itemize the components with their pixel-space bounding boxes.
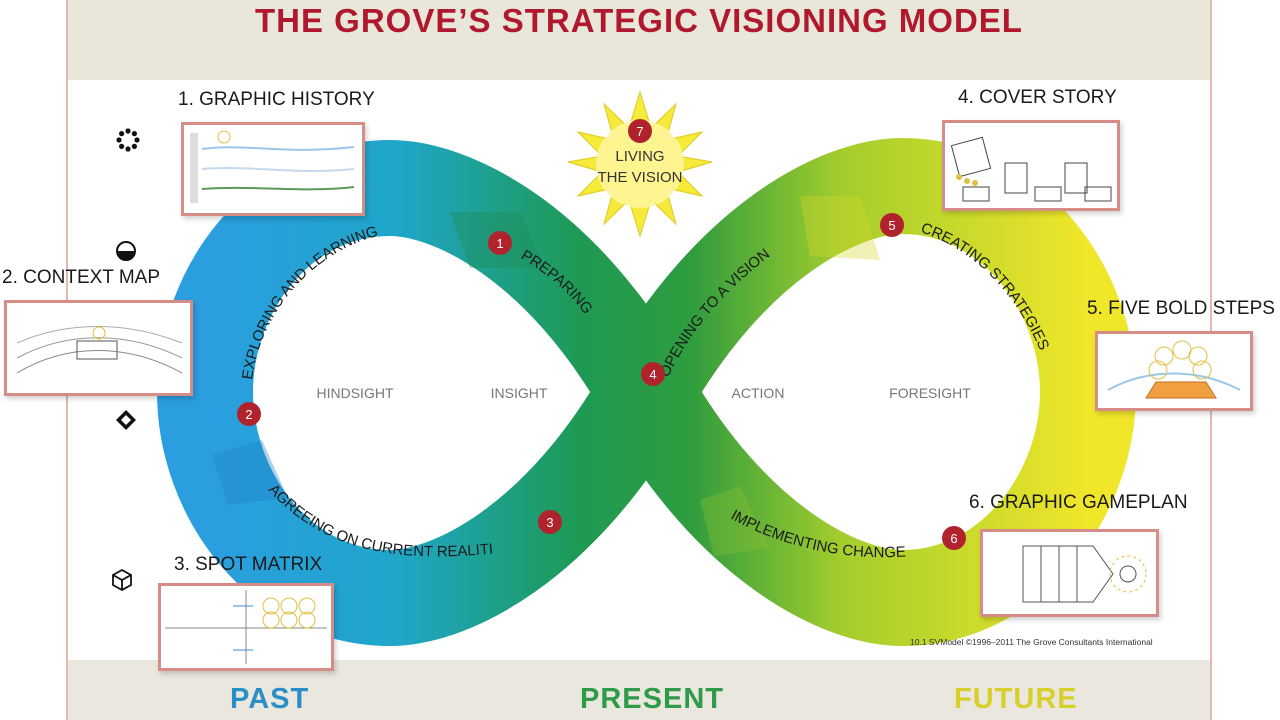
sun-icon <box>116 128 140 152</box>
badge-2 <box>237 402 261 426</box>
footer-future: FUTURE <box>954 683 1078 715</box>
center-action: ACTION <box>732 385 785 401</box>
badge-6 <box>942 526 966 550</box>
footer-present: PRESENT <box>580 683 724 715</box>
graphic-gameplan-label: 6. GRAPHIC GAMEPLAN <box>969 492 1188 513</box>
left-loop-hole <box>292 264 548 520</box>
living-label-line1: LIVING <box>615 148 664 165</box>
copyright-text: 10.1 SVModel ©1996–2011 The Grove Consul… <box>910 637 1153 647</box>
header-band: THE GROVE’S STRATEGIC VISIONING MODEL <box>68 0 1210 80</box>
badge-3 <box>538 510 562 534</box>
spot-matrix-label: 3. SPOT MATRIX <box>174 554 323 575</box>
badge-3-number: 3 <box>546 515 553 530</box>
badge-6-number: 6 <box>950 531 957 546</box>
badge-5 <box>880 213 904 237</box>
right-loop-hole <box>744 264 1000 520</box>
footer-past: PAST <box>230 683 310 715</box>
badge-1 <box>488 231 512 255</box>
badge-5-number: 5 <box>888 218 895 233</box>
half-moon-icon <box>116 241 136 261</box>
context-map-label: 2. CONTEXT MAP <box>2 267 161 288</box>
badge-4-number: 4 <box>649 367 656 382</box>
five-bold-steps-label: 5. FIVE BOLD STEPS <box>1087 298 1275 319</box>
five-bold-steps-thumbnail <box>1095 331 1253 411</box>
badge-2-number: 2 <box>245 407 252 422</box>
badge-1-number: 1 <box>496 236 503 251</box>
badge-7-number: 7 <box>636 124 643 139</box>
cover-story-thumbnail <box>942 120 1120 211</box>
center-insight: INSIGHT <box>491 385 548 401</box>
graphic-history-thumbnail <box>181 122 365 216</box>
page-title: THE GROVE’S STRATEGIC VISIONING MODEL <box>255 2 1023 39</box>
arrow-chevron-2 <box>212 440 288 505</box>
cover-story-label: 4. COVER STORY <box>958 87 1117 108</box>
spot-matrix-thumbnail <box>158 583 334 671</box>
compass-diamond-icon <box>116 410 136 430</box>
context-map-thumbnail <box>4 300 193 396</box>
living-the-vision-sun-icon: 7 LIVING THE VISION <box>567 90 713 238</box>
badge-4 <box>641 362 665 386</box>
living-label-line2: THE VISION <box>597 169 682 186</box>
graphic-history-label: 1. GRAPHIC HISTORY <box>178 89 375 110</box>
cube-icon <box>112 568 132 592</box>
badge-7 <box>628 119 652 143</box>
center-foresight: FORESIGHT <box>889 385 971 401</box>
center-hindsight: HINDSIGHT <box>317 385 394 401</box>
graphic-gameplan-thumbnail <box>980 529 1159 617</box>
arrow-chevron-5 <box>800 196 880 260</box>
arrow-chevron-6 <box>700 486 770 556</box>
